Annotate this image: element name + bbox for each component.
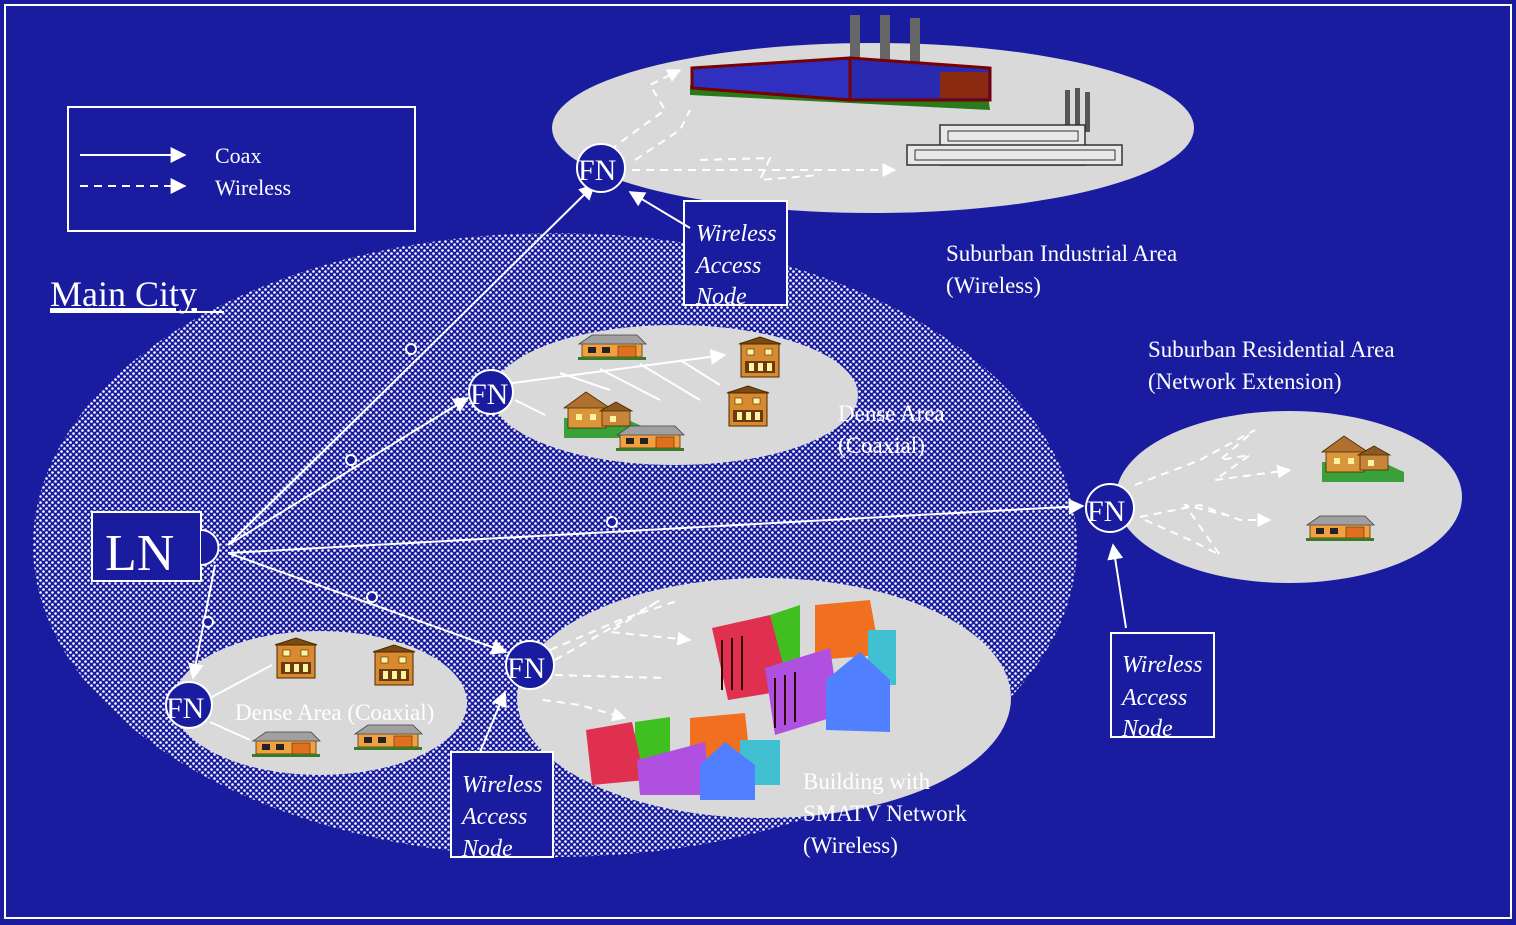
- smatv-label-line3: (Wireless): [803, 833, 898, 858]
- wan-label-line2: Access: [694, 253, 761, 279]
- local-node: LN: [91, 511, 220, 582]
- wan-label-line1: Wireless: [462, 772, 542, 798]
- wan-label-line2: Access: [460, 804, 527, 830]
- fiber-node-label: FN: [166, 692, 204, 725]
- dense-upper-label-line2: (Coaxial): [838, 433, 925, 458]
- industrial-area-label-line2: (Wireless): [946, 273, 1041, 298]
- fiber-node-label: FN: [1087, 495, 1125, 528]
- wireless-access-node-lower: Wireless Access Node: [450, 690, 554, 862]
- industrial-area-label-line1: Suburban Industrial Area: [946, 241, 1177, 266]
- factory-icon: [690, 15, 992, 110]
- fiber-node-label: FN: [470, 378, 508, 411]
- wan-label-line3: Node: [695, 284, 747, 310]
- legend: Coax Wireless: [67, 106, 416, 232]
- dense-upper-coax-links: [504, 348, 727, 416]
- smatv-label-line1: Building with: [803, 769, 931, 794]
- outer-frame: [4, 4, 1512, 919]
- legend-coax-label: Coax: [215, 143, 261, 168]
- dense-lower-coax-links: [209, 664, 273, 741]
- local-node-label: LN: [105, 525, 174, 582]
- coax-taps: [202, 343, 618, 628]
- smatv-wireless-links: [542, 599, 692, 722]
- fiber-node-smatv: FN: [505, 640, 555, 690]
- wan-label-line3: Node: [1121, 716, 1173, 742]
- main-city-label: Main City: [50, 274, 197, 314]
- wireless-access-node-right: Wireless Access Node: [1107, 543, 1215, 742]
- residential-area-label-line2: (Network Extension): [1148, 369, 1342, 394]
- fiber-node-residential: FN: [1085, 483, 1135, 533]
- wan-label-line1: Wireless: [696, 221, 776, 247]
- residential-wireless-links: [1134, 429, 1292, 556]
- dense-lower-label: Dense Area (Coaxial): [235, 700, 434, 725]
- fiber-node-dense-upper: FN: [468, 369, 514, 415]
- smatv-label-line2: SMATV Network: [803, 801, 967, 826]
- fiber-node-label: FN: [578, 154, 616, 187]
- residential-area-label-line1: Suburban Residential Area: [1148, 337, 1395, 362]
- fiber-node-label: FN: [507, 652, 545, 685]
- industrial-wireless-links: [609, 69, 897, 182]
- office-buildings-icon: [712, 600, 896, 735]
- fiber-node-industrial: FN: [576, 143, 626, 193]
- coax-links: [187, 183, 1085, 680]
- legend-wireless-label: Wireless: [215, 175, 291, 200]
- wan-label-line1: Wireless: [1122, 652, 1202, 678]
- wireless-access-node-upper: Wireless Access Node: [628, 191, 788, 310]
- residential-area: [1116, 411, 1462, 583]
- wan-label-line3: Node: [461, 836, 513, 862]
- wan-label-line2: Access: [1120, 685, 1187, 711]
- fiber-node-dense-lower: FN: [165, 681, 213, 729]
- office-buildings-icon-small: [586, 713, 780, 800]
- factory-outline-icon: [906, 88, 1123, 166]
- dense-upper-label-line1: Dense Area: [838, 401, 945, 426]
